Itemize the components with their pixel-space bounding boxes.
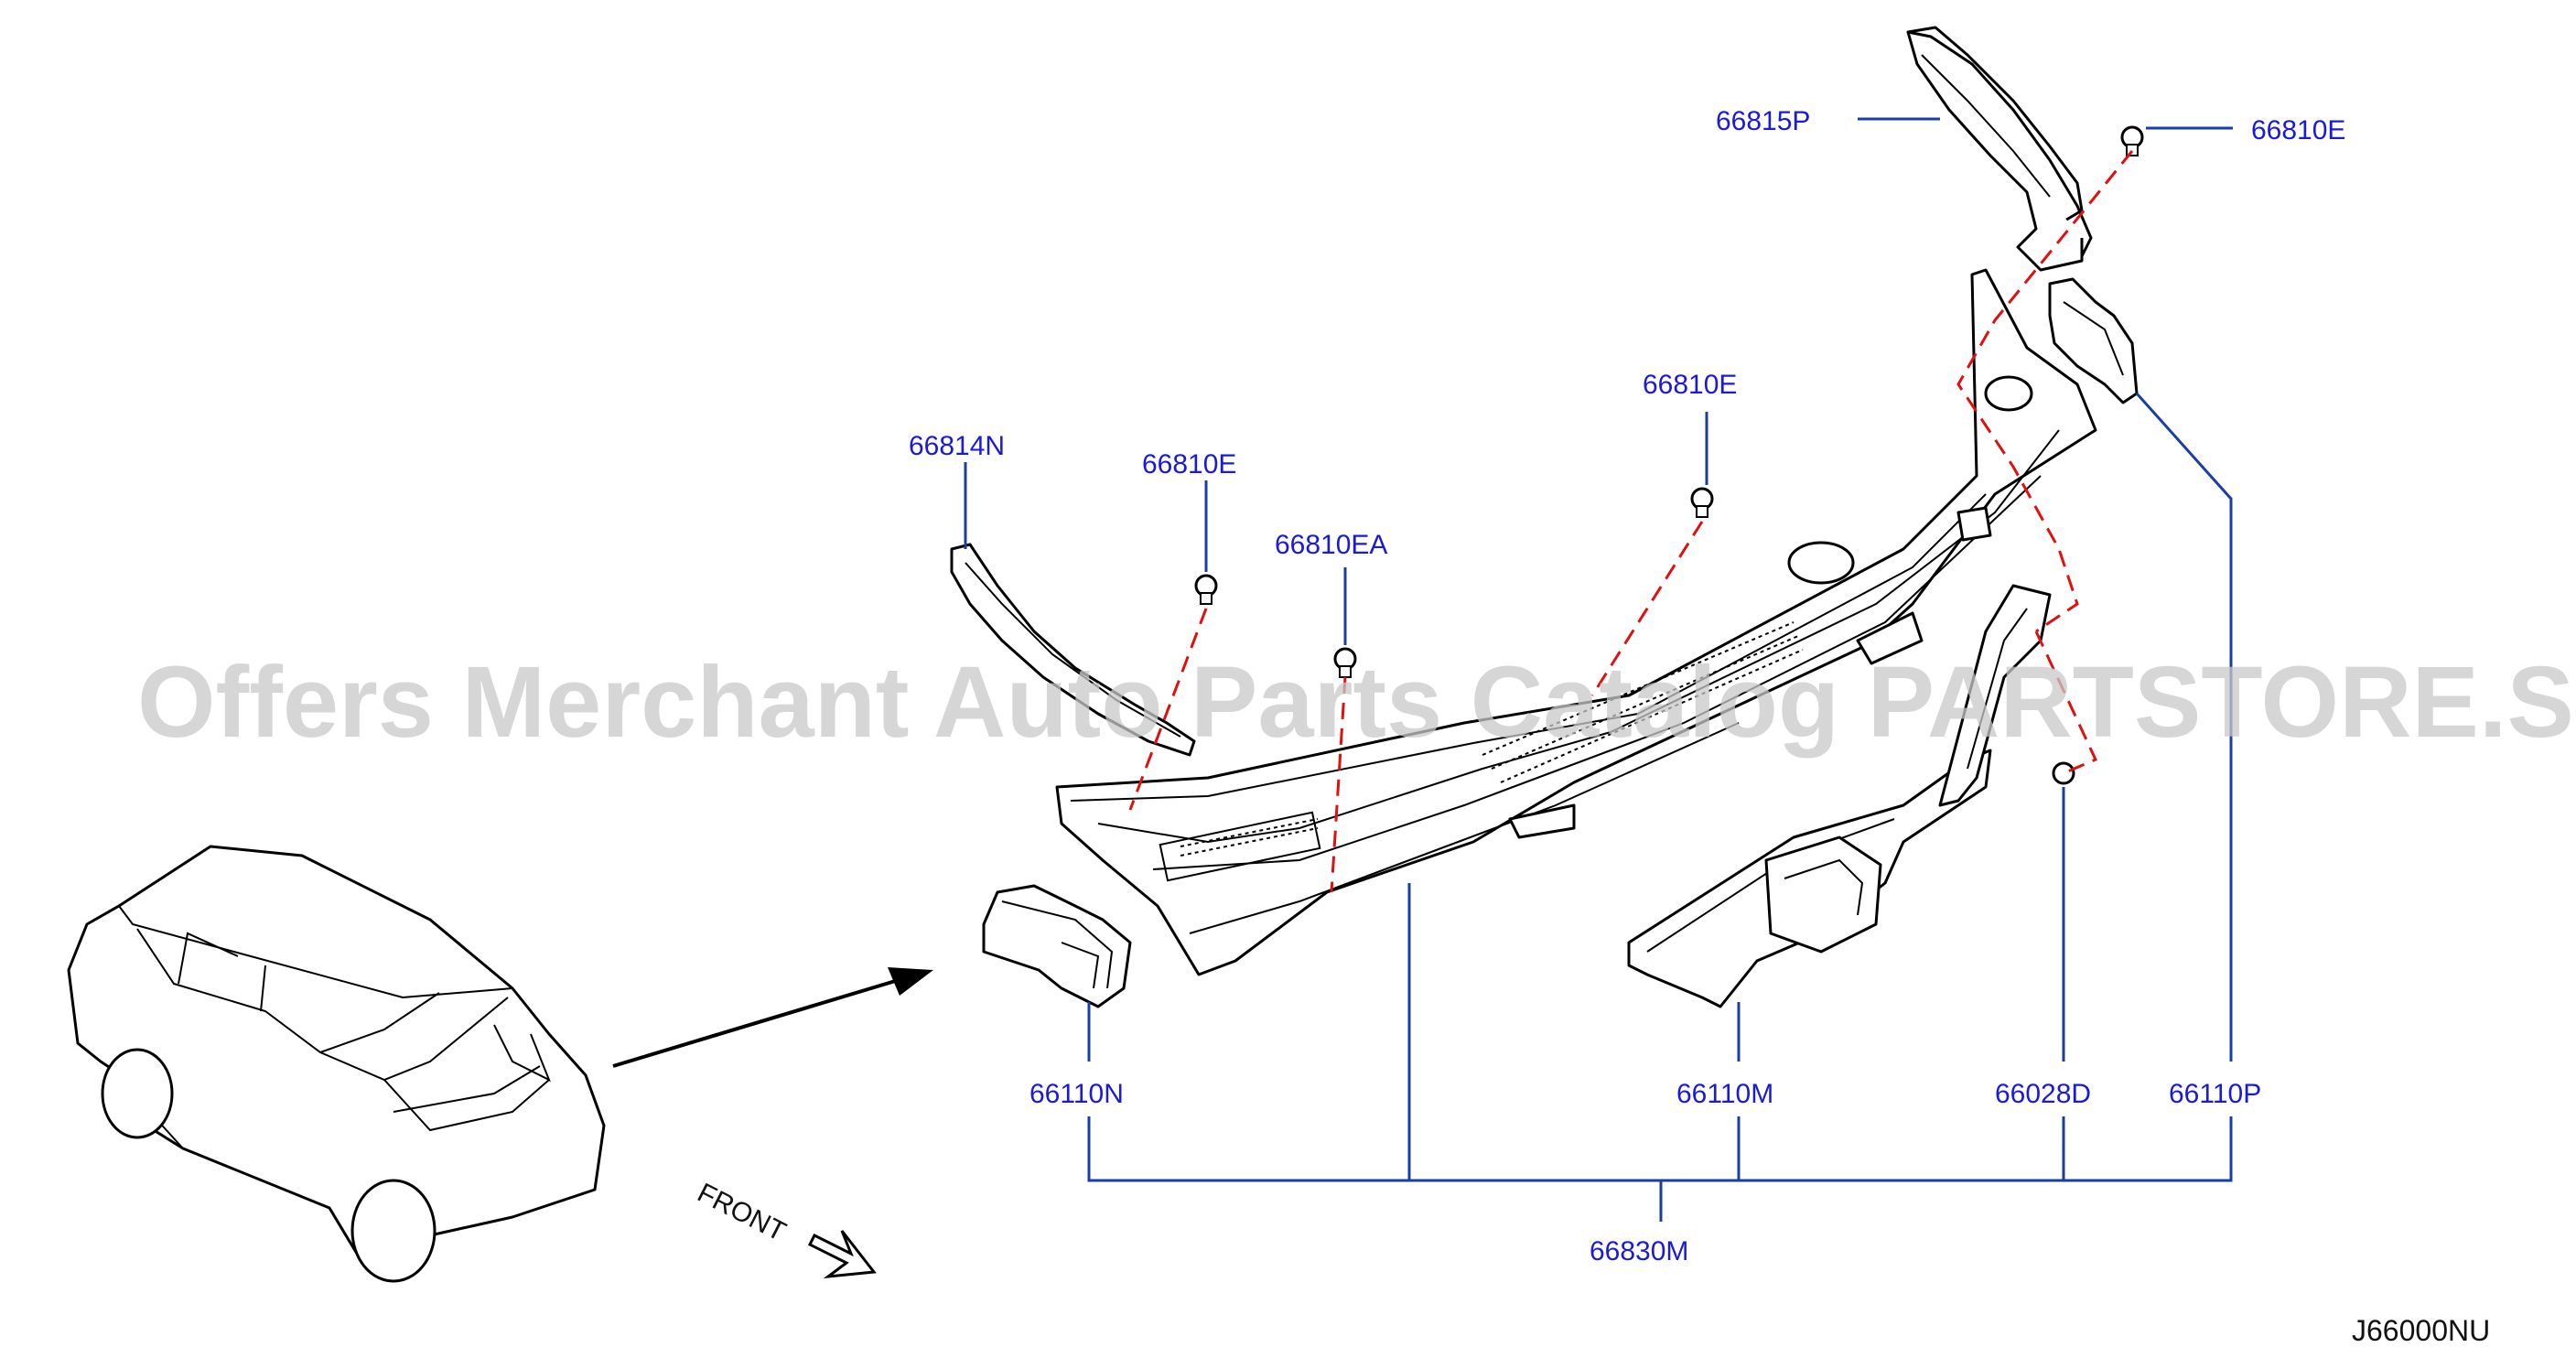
callout-66810E-mid: 66810E bbox=[1643, 370, 1737, 400]
alignment-dashed-lines bbox=[1128, 150, 2134, 893]
vehicle-locator-illustration bbox=[67, 845, 606, 1283]
watermark-text: Offers Merchant Auto Parts Catalog PARTS… bbox=[137, 646, 2576, 759]
callout-66815P: 66815P bbox=[1716, 106, 1810, 136]
locator-arrow bbox=[612, 967, 933, 1068]
callout-66110P: 66110P bbox=[2169, 1079, 2261, 1109]
clip-66810E-mid-icon bbox=[1690, 487, 1714, 518]
callout-labels: 66815P 66810E 66810E 66814N 66810E 66810… bbox=[909, 106, 2345, 1266]
callout-66028D: 66028D bbox=[1995, 1079, 2091, 1109]
part-66814N-seal bbox=[950, 543, 1196, 757]
callout-66110M: 66110M bbox=[1676, 1079, 1773, 1109]
callout-66830M: 66830M bbox=[1590, 1236, 1688, 1266]
callout-66810EA: 66810EA bbox=[1275, 530, 1387, 560]
front-direction-indicator: FRONT bbox=[693, 1178, 877, 1279]
cowl-top-main-panel bbox=[1055, 268, 2097, 976]
part-66110P-bracket bbox=[2048, 277, 2139, 404]
diagram-reference-code: J66000NU bbox=[2352, 1314, 2490, 1347]
clip-66810E-left-icon bbox=[1194, 574, 1218, 605]
callout-66814N: 66814N bbox=[909, 431, 1005, 461]
front-arrow-icon bbox=[807, 1230, 877, 1279]
clip-66028D-icon bbox=[2052, 761, 2075, 785]
callout-66110N: 66110N bbox=[1029, 1079, 1124, 1109]
part-66110N-bracket bbox=[982, 884, 1132, 1008]
part-66110M-panel bbox=[1627, 584, 2052, 1008]
part-66815P-seal bbox=[1906, 26, 2093, 272]
front-label: FRONT bbox=[693, 1178, 791, 1247]
callout-66810E-left: 66810E bbox=[1142, 449, 1236, 480]
clip-fasteners bbox=[1194, 125, 2144, 785]
leader-lines bbox=[964, 117, 2233, 1222]
callout-66810E-top: 66810E bbox=[2251, 115, 2345, 146]
clip-66810E-top-icon bbox=[2120, 125, 2144, 156]
